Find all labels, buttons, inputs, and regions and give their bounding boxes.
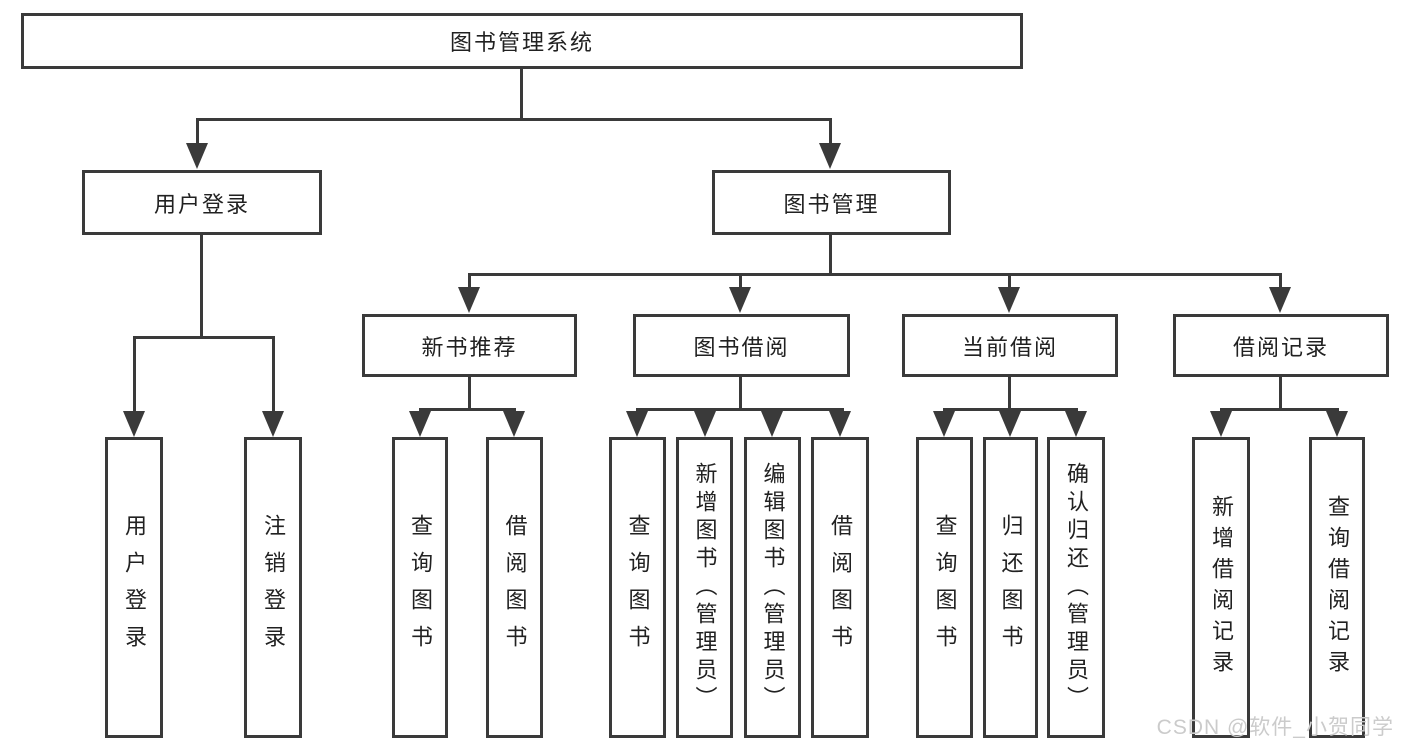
connector-horizontal-line <box>1220 408 1338 411</box>
node-label: 借阅图书 <box>828 513 853 662</box>
connector-vertical-line <box>1008 377 1011 408</box>
arrow-head-icon <box>694 411 716 437</box>
node-label: 归还图书 <box>998 513 1024 662</box>
node-label: 新增借阅记录 <box>1209 494 1234 681</box>
arrow-head-icon <box>998 287 1020 313</box>
node-recommend-borrow-books: 借阅图书 <box>486 437 543 738</box>
node-label: 借阅记录 <box>1232 334 1329 360</box>
connector-arrow-stem <box>196 118 199 151</box>
node-current-query-books: 查询图书 <box>916 437 973 738</box>
arrow-head-icon <box>1269 287 1291 313</box>
connector-vertical-line <box>200 235 203 336</box>
connector-arrow-stem <box>468 273 471 295</box>
connector-arrow-stem <box>739 273 742 295</box>
node-recommend-query-books: 查询图书 <box>392 437 448 738</box>
arrow-head-icon <box>262 411 284 437</box>
connector-horizontal-line <box>197 118 832 121</box>
node-label: 图书管理系统 <box>449 30 594 55</box>
node-current-confirm-return-admin: 确认归还（管理员） <box>1047 437 1105 738</box>
connector-horizontal-line <box>419 408 516 411</box>
watermark: CSDN @软件_小贺同学 <box>1156 716 1394 739</box>
node-borrowing-edit-books-admin: 编辑图书（管理员） <box>744 437 801 738</box>
connector-vertical-line <box>520 69 523 118</box>
arrow-head-icon <box>999 411 1021 437</box>
node-book-management: 图书管理 <box>712 170 951 235</box>
node-user-login-group: 用户登录 <box>82 170 322 235</box>
node-label: 图书借阅 <box>693 334 790 360</box>
node-label: 注销登录 <box>261 513 286 662</box>
arrow-head-icon <box>819 143 841 169</box>
arrow-head-icon <box>123 411 145 437</box>
arrow-head-icon <box>829 411 851 437</box>
connector-horizontal-line <box>469 273 1282 276</box>
connector-arrow-stem <box>1008 273 1011 295</box>
node-library-management-system: 图书管理系统 <box>21 13 1023 69</box>
node-borrowing-add-books-admin: 新增图书（管理员） <box>676 437 733 738</box>
node-label: 借阅图书 <box>502 513 528 662</box>
node-label: 查询图书 <box>408 513 433 662</box>
node-label: 用户登录 <box>153 191 250 217</box>
node-book-borrowing: 图书借阅 <box>633 314 850 377</box>
arrow-head-icon <box>458 287 480 313</box>
arrow-head-icon <box>1326 411 1348 437</box>
connector-horizontal-line <box>134 336 275 339</box>
node-new-book-recommend: 新书推荐 <box>362 314 577 377</box>
node-records-add-record: 新增借阅记录 <box>1192 437 1250 738</box>
node-label: 查询图书 <box>625 513 651 662</box>
arrow-head-icon <box>1210 411 1232 437</box>
node-borrowing-query-books: 查询图书 <box>609 437 666 738</box>
node-label: 确认归还（管理员） <box>1064 461 1089 714</box>
arrow-head-icon <box>761 411 783 437</box>
node-records-query-record: 查询借阅记录 <box>1309 437 1365 738</box>
connector-vertical-line <box>468 377 471 408</box>
arrow-head-icon <box>933 411 955 437</box>
connector-vertical-line <box>829 235 832 273</box>
connector-arrow-stem <box>1279 273 1282 295</box>
node-logout: 注销登录 <box>244 437 302 738</box>
connector-vertical-line <box>1279 377 1282 408</box>
node-label: 查询图书 <box>932 513 958 662</box>
arrow-head-icon <box>503 411 525 437</box>
node-label: 当前借阅 <box>961 334 1058 360</box>
arrow-head-icon <box>409 411 431 437</box>
node-borrowing-borrow-books: 借阅图书 <box>811 437 869 738</box>
node-user-login: 用户登录 <box>105 437 163 738</box>
connector-arrow-stem <box>272 336 275 419</box>
node-label: 新增图书（管理员） <box>692 461 718 714</box>
node-label: 编辑图书（管理员） <box>760 461 786 714</box>
arrow-head-icon <box>1065 411 1087 437</box>
arrow-head-icon <box>729 287 751 313</box>
node-label: 查询借阅记录 <box>1325 494 1350 681</box>
node-label: 图书管理 <box>783 191 880 217</box>
connector-horizontal-line <box>636 408 844 411</box>
node-current-return-books: 归还图书 <box>983 437 1038 738</box>
node-label: 新书推荐 <box>421 334 518 360</box>
arrow-head-icon <box>186 143 208 169</box>
arrow-head-icon <box>626 411 648 437</box>
node-current-borrowing: 当前借阅 <box>902 314 1118 377</box>
connector-arrow-stem <box>133 336 136 419</box>
node-label: 用户登录 <box>122 513 147 662</box>
connector-vertical-line <box>739 377 742 408</box>
connector-arrow-stem <box>829 118 832 151</box>
node-borrowing-records: 借阅记录 <box>1173 314 1389 377</box>
